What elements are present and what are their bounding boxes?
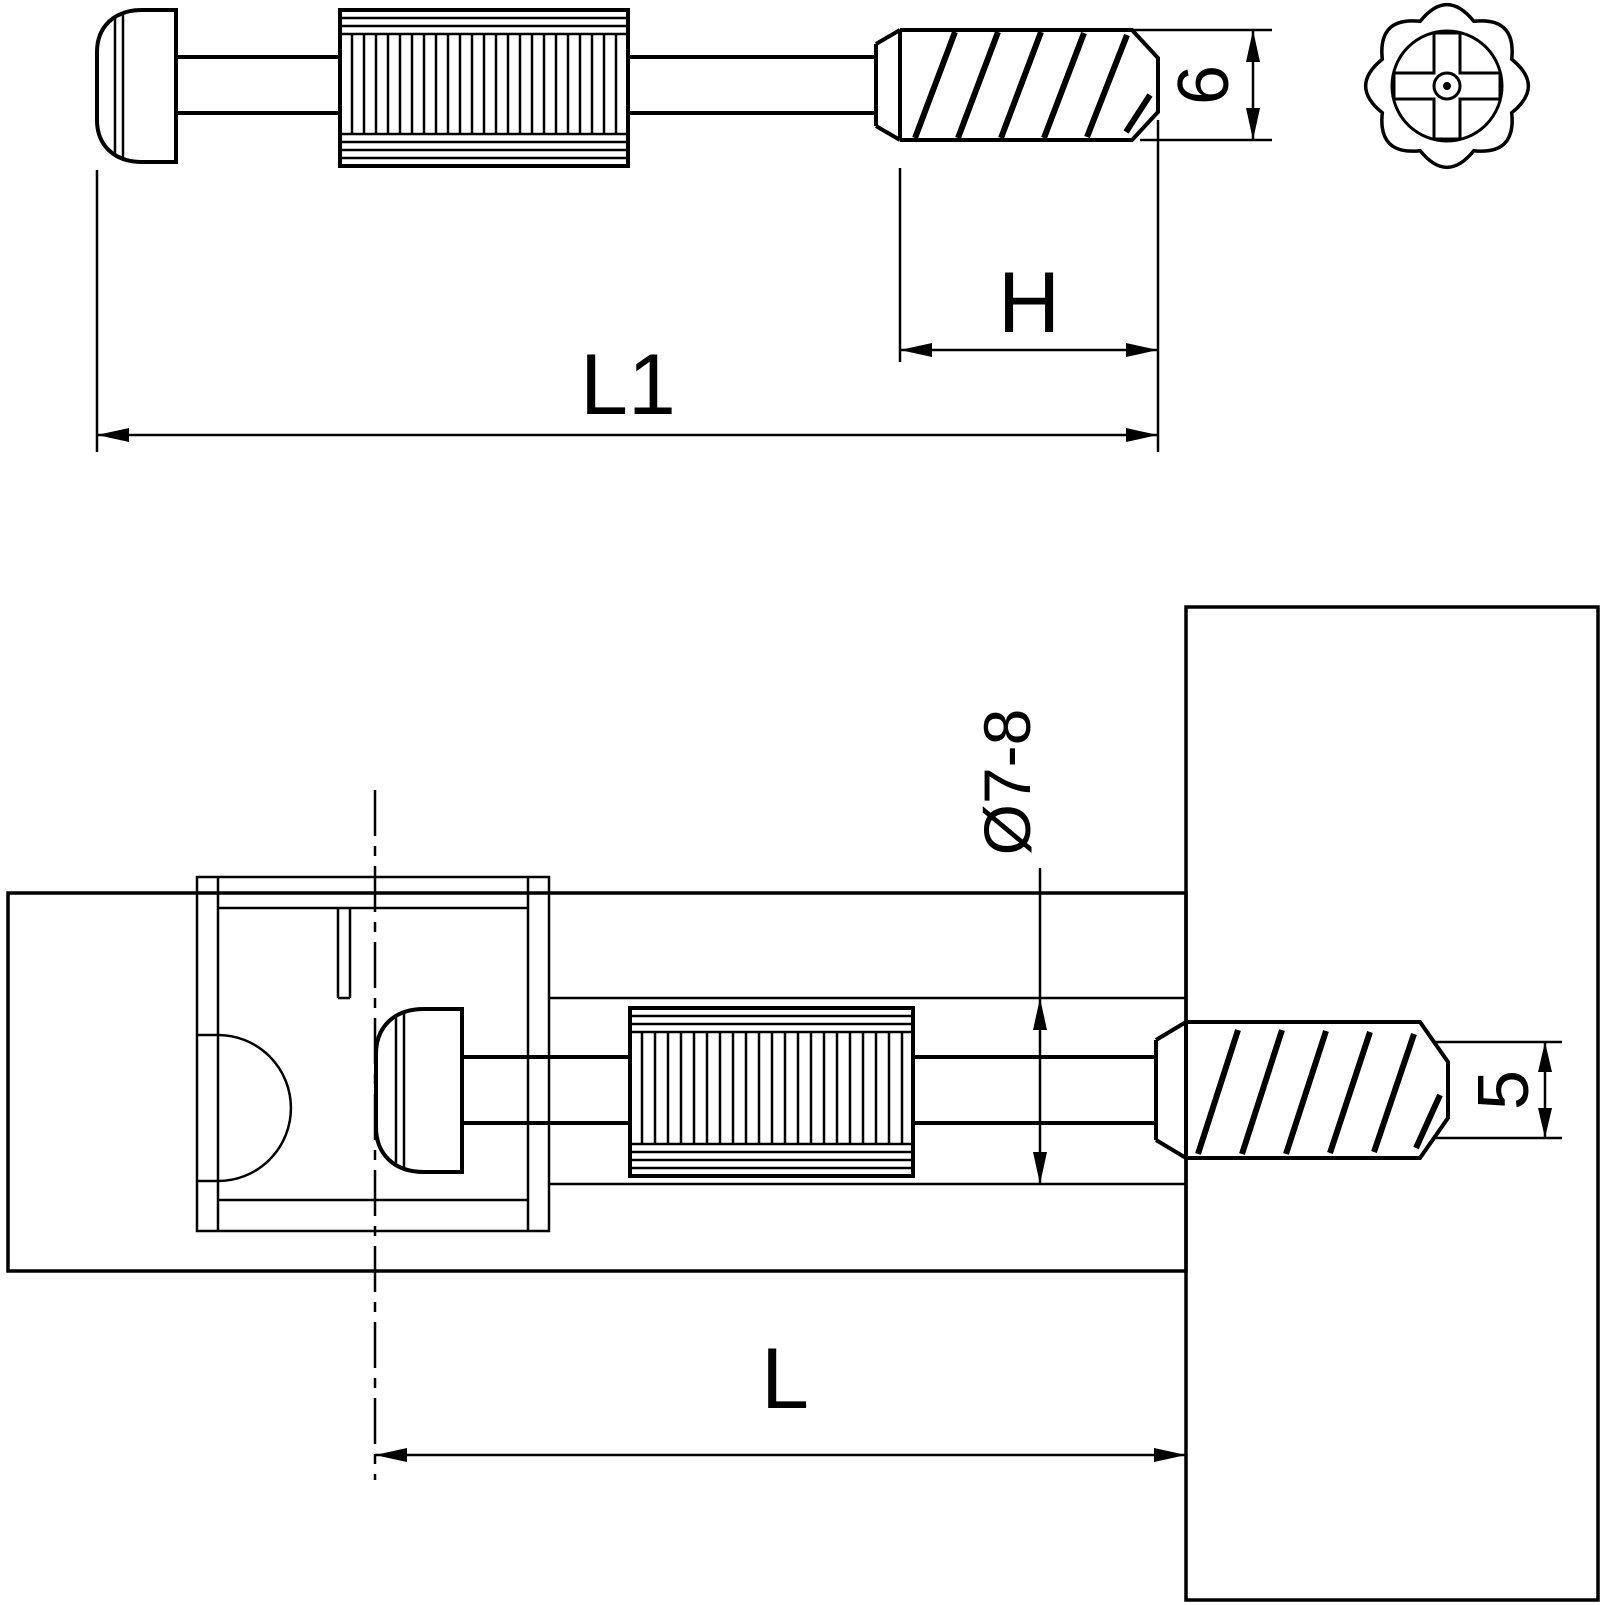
screw-body-installed xyxy=(1186,1020,1450,1160)
arrow-left-icon xyxy=(900,343,932,357)
knurl-ridges xyxy=(350,34,618,134)
bore-hole-lines xyxy=(549,996,1186,1186)
dim-label-bore-diameter: Ø7-8 xyxy=(970,709,1044,856)
knurl-ridges-installed xyxy=(640,1032,904,1144)
dimension-lines-l1 xyxy=(95,170,1158,452)
dimension-thread-length: H xyxy=(898,120,1160,452)
left-board-section xyxy=(6,891,1188,1273)
cam-housing-body xyxy=(195,875,551,1233)
knurl-body xyxy=(338,8,630,168)
arrow-right-icon xyxy=(1154,1448,1186,1462)
arrow-down-icon xyxy=(1246,108,1260,140)
cam-housing-inner-lines xyxy=(216,877,530,1231)
dim-label-overall-length: L1 xyxy=(580,337,676,433)
arrow-down-icon xyxy=(1033,1152,1047,1184)
screw-flange-installed xyxy=(1154,1020,1188,1160)
dowel-shaft-right xyxy=(628,55,876,115)
dimension-thread-diameter: 6 xyxy=(1100,28,1272,142)
dimension-lines-h xyxy=(898,120,1160,452)
arrow-right-icon xyxy=(1126,343,1158,357)
cam-slot-lines xyxy=(336,908,352,1000)
arrow-down-icon xyxy=(1538,1108,1552,1138)
arrow-up-icon xyxy=(1246,30,1260,62)
center-dot xyxy=(1443,82,1451,90)
screw-threads-installed xyxy=(1195,1029,1443,1155)
dowel-side-view xyxy=(95,8,1160,168)
dowel-head xyxy=(95,8,178,164)
arrow-left-icon xyxy=(375,1448,407,1462)
center-circle xyxy=(1432,71,1462,101)
dimension-screw-diameter: 5 xyxy=(1434,1040,1562,1140)
dowel-shaft-left-installed xyxy=(462,1055,630,1125)
dim-label-thread-length: H xyxy=(998,255,1060,351)
dowel-installed-view xyxy=(374,1006,1450,1178)
dowel-head-installed xyxy=(374,1007,464,1174)
arrow-up-icon xyxy=(1538,1042,1552,1072)
dowel-end-view xyxy=(1364,3,1530,169)
cam-housing xyxy=(195,875,551,1233)
arrow-up-icon xyxy=(1033,998,1047,1030)
dimension-bore-diameter: Ø7-8 xyxy=(970,709,1047,1184)
dimension-installed-length: L xyxy=(375,1331,1186,1462)
dimension-overall-length: L1 xyxy=(95,170,1158,452)
dowel-shaft-left xyxy=(176,55,340,115)
screw-body xyxy=(900,28,1160,142)
screw-threads xyxy=(912,30,1153,140)
dowel-shaft-right-installed xyxy=(913,1055,1156,1125)
knurl-body-installed xyxy=(628,1006,915,1178)
screw-flange xyxy=(874,28,902,142)
knob-outer-contour xyxy=(1364,3,1530,169)
dim-label-screw-diameter: 5 xyxy=(1464,1070,1544,1110)
knob-inner-circle xyxy=(1390,29,1504,143)
installation-panels xyxy=(6,605,1600,1602)
arrow-right-icon xyxy=(1126,428,1158,442)
cross-slot xyxy=(1392,31,1502,141)
dowel-head-face-lines xyxy=(113,13,125,159)
arrow-left-icon xyxy=(97,428,129,442)
dim-label-thread-diameter: 6 xyxy=(1164,65,1244,105)
dim-label-installed-length: L xyxy=(761,1331,809,1427)
cam-arc xyxy=(197,1033,293,1183)
dowel-head-face-lines-installed xyxy=(394,1012,406,1169)
